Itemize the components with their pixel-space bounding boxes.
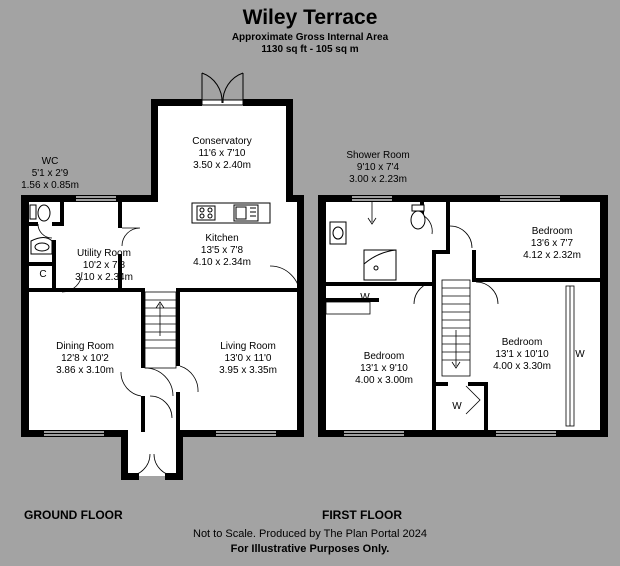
- room-label-wc: WC 5'1 x 2'9 1.56 x 0.85m: [0, 156, 110, 192]
- disclaimer-text: Not to Scale. Produced by The Plan Porta…: [193, 528, 427, 540]
- room-size-metric: 3.86 x 3.10m: [56, 365, 114, 376]
- room-name: Bedroom: [531, 226, 573, 237]
- first-floor-plan: [318, 195, 608, 437]
- area-caption: Approximate Gross Internal Area: [231, 32, 389, 43]
- ground-floor-label: GROUND FLOOR: [24, 508, 123, 522]
- room-size-imperial: 13'1 x 10'10: [495, 349, 549, 360]
- room-label-kitchen: Kitchen 13'5 x 7'8 4.10 x 2.34m: [162, 233, 282, 269]
- room-label-utility: Utility Room 10'2 x 7'8 3.10 x 2.34m: [44, 248, 164, 284]
- room-label-dining: Dining Room 12'8 x 10'2 3.86 x 3.10m: [25, 341, 145, 377]
- room-size-imperial: 11'6 x 7'10: [198, 148, 246, 159]
- room-size-metric: 4.10 x 2.34m: [193, 257, 251, 268]
- room-size-imperial: 5'1 x 2'9: [31, 168, 69, 179]
- wardrobe-label: W: [360, 292, 370, 303]
- room-label-shower: Shower Room 9'10 x 7'4 3.00 x 2.23m: [318, 150, 438, 186]
- room-size-metric: 3.95 x 3.35m: [219, 365, 277, 376]
- room-size-imperial: 9'10 x 7'4: [356, 162, 400, 173]
- area-value: 1130 sq ft - 105 sq m: [261, 44, 359, 55]
- room-label-living: Living Room 13'0 x 11'0 3.95 x 3.35m: [188, 341, 308, 377]
- room-size-imperial: 13'0 x 11'0: [224, 353, 272, 364]
- wardrobe-label: W: [575, 349, 585, 360]
- first-floor-label: FIRST FLOOR: [322, 508, 402, 522]
- room-size-metric: 3.00 x 2.23m: [349, 174, 407, 185]
- room-name: Shower Room: [346, 150, 410, 161]
- room-size-metric: 1.56 x 0.85m: [21, 180, 79, 191]
- room-label-cupboard: C: [0, 269, 103, 281]
- room-name: Utility Room: [77, 248, 131, 259]
- room-name: C: [39, 269, 47, 280]
- room-name: Bedroom: [363, 351, 405, 362]
- room-size-imperial: 13'6 x 7'7: [530, 238, 574, 249]
- room-size-imperial: 12'8 x 10'2: [61, 353, 109, 364]
- wardrobe-label: W: [452, 401, 462, 412]
- room-label-conservatory: Conservatory 11'6 x 7'10 3.50 x 2.40m: [162, 136, 282, 172]
- room-name: Living Room: [220, 341, 276, 352]
- room-size-imperial: 13'1 x 9'10: [360, 363, 408, 374]
- room-name: Kitchen: [205, 233, 239, 244]
- room-name: Dining Room: [56, 341, 114, 352]
- ground-floor-plan: [21, 72, 304, 480]
- room-size-imperial: 13'5 x 7'8: [200, 245, 244, 256]
- page-title: Wiley Terrace: [242, 6, 378, 29]
- room-size-metric: 4.00 x 3.30m: [493, 361, 551, 372]
- room-size-metric: 4.12 x 2.32m: [523, 250, 581, 261]
- room-name: Bedroom: [501, 337, 543, 348]
- purpose-text: For Illustrative Purposes Only.: [230, 543, 390, 555]
- room-label-bedroom-right: Bedroom 13'1 x 10'10 4.00 x 3.30m: [462, 337, 582, 373]
- room-name: Conservatory: [192, 136, 252, 147]
- room-name: WC: [41, 156, 59, 167]
- room-label-bedroom-left: Bedroom 13'1 x 9'10 4.00 x 3.00m: [324, 351, 444, 387]
- room-size-metric: 4.00 x 3.00m: [355, 375, 413, 386]
- room-size-metric: 3.50 x 2.40m: [193, 160, 251, 171]
- room-size-metric: 3.10 x 2.34m: [75, 272, 133, 283]
- room-label-bedroom-small: Bedroom 13'6 x 7'7 4.12 x 2.32m: [492, 226, 612, 262]
- room-size-imperial: 10'2 x 7'8: [82, 260, 126, 271]
